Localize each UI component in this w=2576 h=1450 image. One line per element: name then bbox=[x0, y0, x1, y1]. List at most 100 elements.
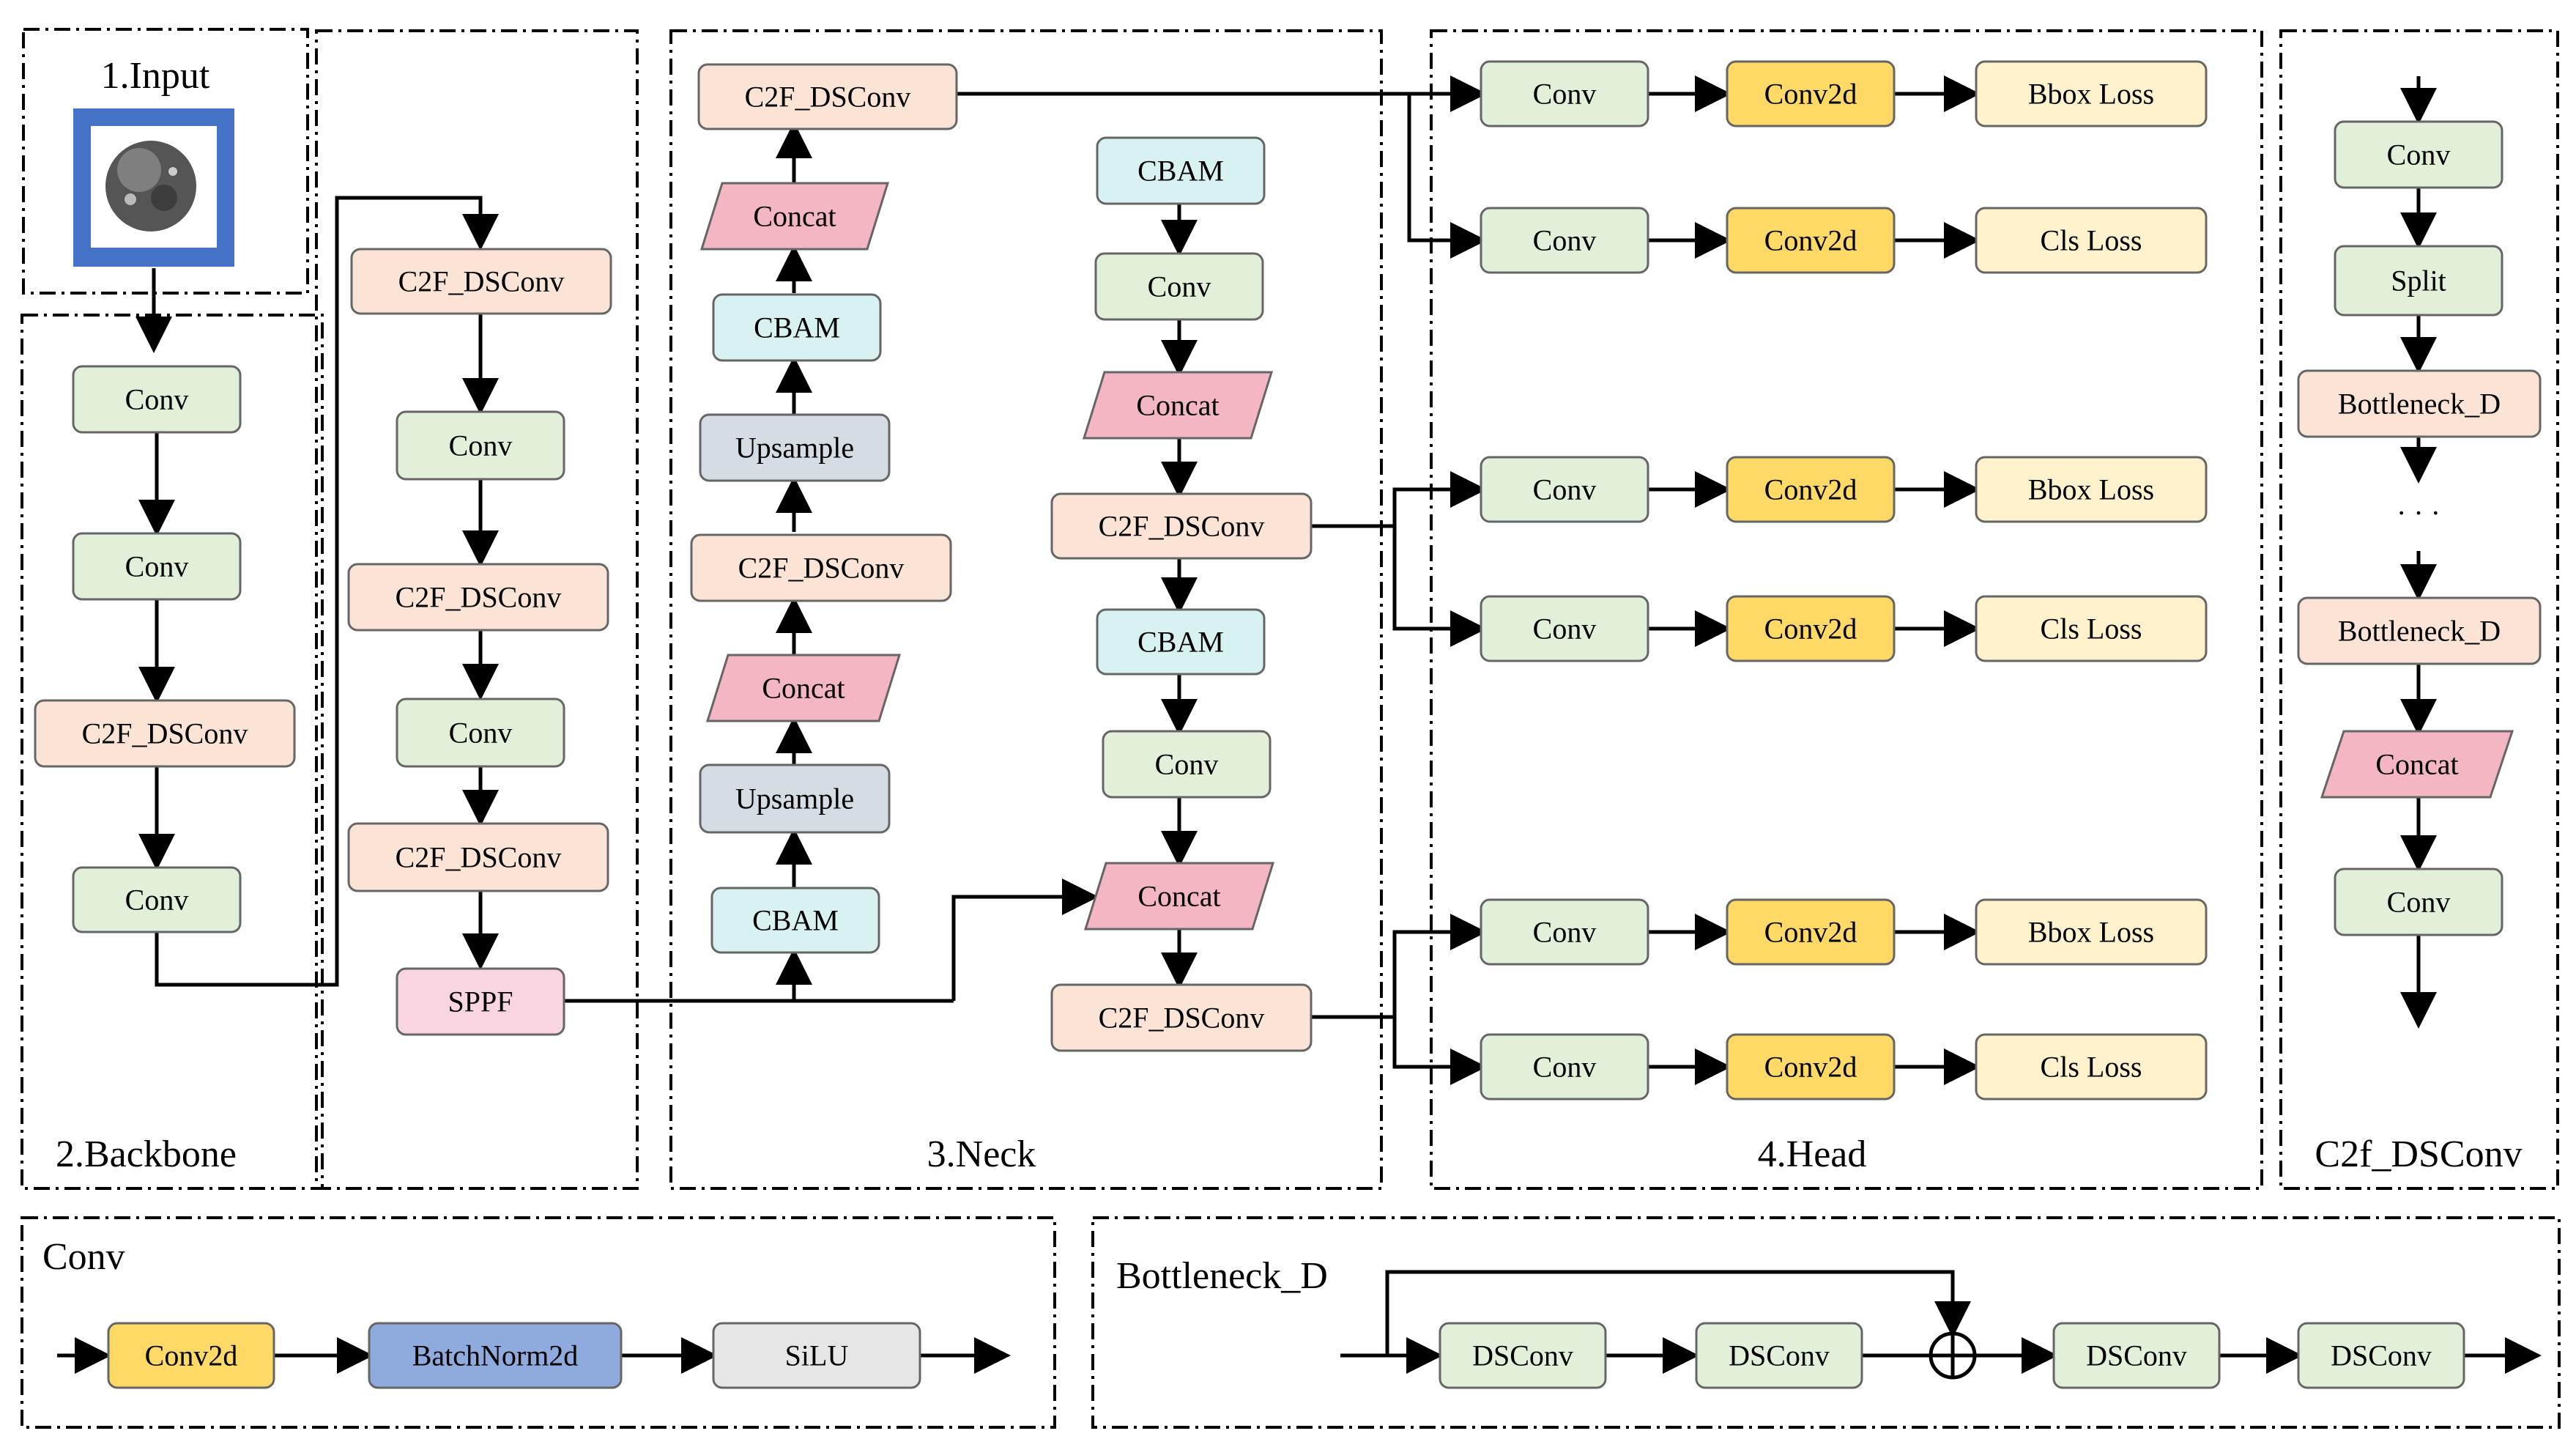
conv-detail-panel bbox=[21, 1216, 1056, 1429]
neck-c2f-block bbox=[690, 533, 952, 602]
head-conv-block bbox=[1480, 595, 1649, 662]
head-title: 4.Head bbox=[1758, 1133, 1867, 1175]
input-image bbox=[73, 108, 234, 267]
dsconv-label: DSConv bbox=[2331, 1339, 2432, 1372]
neck-title: 3.Neck bbox=[927, 1133, 1036, 1175]
sppf-label: SPPF bbox=[448, 985, 513, 1018]
head-conv-label: Conv bbox=[1533, 224, 1597, 257]
dsconv-label: DSConv bbox=[1472, 1339, 1573, 1372]
neck-conv-label: Conv bbox=[1148, 270, 1211, 303]
head-conv2d-label: Conv2d bbox=[1764, 78, 1857, 111]
silu-block bbox=[712, 1322, 921, 1389]
head-loss-block bbox=[1975, 595, 2208, 662]
neck-conv-label: Conv bbox=[1155, 748, 1219, 781]
backbone-conv-label: Conv bbox=[125, 383, 189, 416]
c2f-conv-label: Conv bbox=[2387, 886, 2451, 919]
neck-concat-block bbox=[1083, 862, 1275, 931]
neck-upsample-block bbox=[699, 763, 891, 834]
c2f-split-label: Split bbox=[2391, 265, 2446, 297]
head-loss-label: Bbox Loss bbox=[2028, 473, 2154, 506]
head-loss-label: Bbox Loss bbox=[2028, 916, 2154, 949]
dsconv-block bbox=[1439, 1322, 1607, 1389]
backbone-conv-block bbox=[72, 532, 242, 601]
neck-concat-label: Concat bbox=[1137, 880, 1220, 913]
head-conv-label: Conv bbox=[1533, 916, 1597, 949]
neck-c2f-label: C2F_DSConv bbox=[738, 552, 905, 585]
head-conv2d-label: Conv2d bbox=[1764, 1051, 1857, 1084]
head-conv2d-label: Conv2d bbox=[1764, 473, 1857, 506]
head-conv2d-block bbox=[1726, 1033, 1896, 1101]
neck-concat-block bbox=[1082, 371, 1274, 440]
backbone-conv-label: Conv bbox=[125, 884, 189, 917]
backbone-c2f-label: C2F_DSConv bbox=[396, 581, 562, 614]
c2f-detail-panel bbox=[2279, 29, 2559, 1190]
c2f-conv-block bbox=[2334, 868, 2503, 936]
head-conv-block bbox=[1480, 60, 1649, 127]
head-conv2d-label: Conv2d bbox=[1764, 613, 1857, 646]
sppf-block bbox=[396, 967, 565, 1036]
neck-cbam-block bbox=[1096, 608, 1266, 676]
neck-conv-block bbox=[1094, 252, 1264, 321]
neck-concat-label: Concat bbox=[762, 672, 845, 705]
c2f-bottleneck-block bbox=[2297, 369, 2542, 438]
dsconv-label: DSConv bbox=[1729, 1339, 1830, 1372]
head-loss-block bbox=[1975, 456, 2208, 523]
neck-c2f-label: C2F_DSConv bbox=[1099, 1002, 1265, 1035]
c2f-bottleneck-block bbox=[2297, 596, 2542, 665]
c2f-concat-block bbox=[2320, 730, 2514, 799]
backbone-c2f-block bbox=[347, 563, 609, 632]
neck-cbam-label: CBAM bbox=[754, 311, 840, 344]
c2f-bottleneck-label: Bottleneck_D bbox=[2338, 615, 2501, 648]
neck-panel bbox=[669, 29, 1383, 1190]
add-node-icon bbox=[1929, 1331, 1977, 1380]
dsconv-block bbox=[2052, 1322, 2221, 1389]
neck-c2f-block bbox=[1050, 983, 1313, 1052]
neck-cbam-block bbox=[1096, 136, 1266, 205]
head-panel bbox=[1430, 29, 2263, 1190]
head-conv2d-block bbox=[1726, 898, 1896, 966]
head-conv-block bbox=[1480, 456, 1649, 523]
backbone-c2f-block bbox=[350, 248, 612, 315]
head-conv2d-block bbox=[1726, 60, 1896, 127]
head-conv2d-block bbox=[1726, 595, 1896, 662]
head-loss-label: Cls Loss bbox=[2041, 613, 2142, 646]
head-loss-label: Cls Loss bbox=[2041, 224, 2142, 257]
c2f-conv-block bbox=[2334, 120, 2503, 189]
head-loss-label: Cls Loss bbox=[2041, 1051, 2142, 1084]
bottleneck-detail-title: Bottleneck_D bbox=[1116, 1255, 1328, 1297]
c2f-ellipsis: · · · bbox=[2397, 497, 2440, 530]
conv2d-label: Conv2d bbox=[145, 1339, 238, 1372]
bottleneck-detail-panel bbox=[1091, 1216, 2561, 1429]
input-title: 1.Input bbox=[101, 55, 210, 97]
head-conv-block bbox=[1480, 898, 1649, 966]
head-loss-block bbox=[1975, 207, 2208, 274]
backbone-conv-label: Conv bbox=[125, 550, 189, 583]
c2f-conv-label: Conv bbox=[2387, 138, 2451, 171]
backbone-conv-block bbox=[396, 410, 565, 481]
input-panel bbox=[22, 28, 309, 295]
head-conv2d-block bbox=[1726, 207, 1896, 274]
neck-upsample-block bbox=[699, 413, 891, 482]
head-conv2d-label: Conv2d bbox=[1764, 224, 1857, 257]
head-conv-block bbox=[1480, 1033, 1649, 1101]
dsconv-block bbox=[1695, 1322, 1863, 1389]
neck-cbam-block bbox=[710, 887, 880, 954]
conv-detail-title: Conv bbox=[42, 1236, 125, 1278]
c2f-detail-title: C2f_DSConv bbox=[2315, 1133, 2522, 1175]
c2f-split-block bbox=[2334, 245, 2503, 317]
backbone-conv-block bbox=[72, 866, 242, 933]
backbone-col1-panel bbox=[21, 314, 324, 1190]
head-loss-block bbox=[1975, 60, 2208, 127]
neck-cbam-label: CBAM bbox=[1137, 155, 1224, 188]
backbone-c2f-block bbox=[34, 699, 296, 768]
backbone-col2-panel bbox=[315, 29, 639, 1190]
head-conv-label: Conv bbox=[1533, 78, 1597, 111]
neck-c2f-label: C2F_DSConv bbox=[1099, 510, 1265, 543]
batchnorm-block bbox=[368, 1322, 623, 1389]
neck-upsample-label: Upsample bbox=[735, 432, 854, 465]
backbone-title: 2.Backbone bbox=[56, 1133, 237, 1175]
head-loss-label: Bbox Loss bbox=[2028, 78, 2154, 111]
c2f-concat-label: Concat bbox=[2375, 748, 2458, 781]
batchnorm-label: BatchNorm2d bbox=[412, 1339, 579, 1372]
neck-cbam-block bbox=[712, 293, 882, 362]
